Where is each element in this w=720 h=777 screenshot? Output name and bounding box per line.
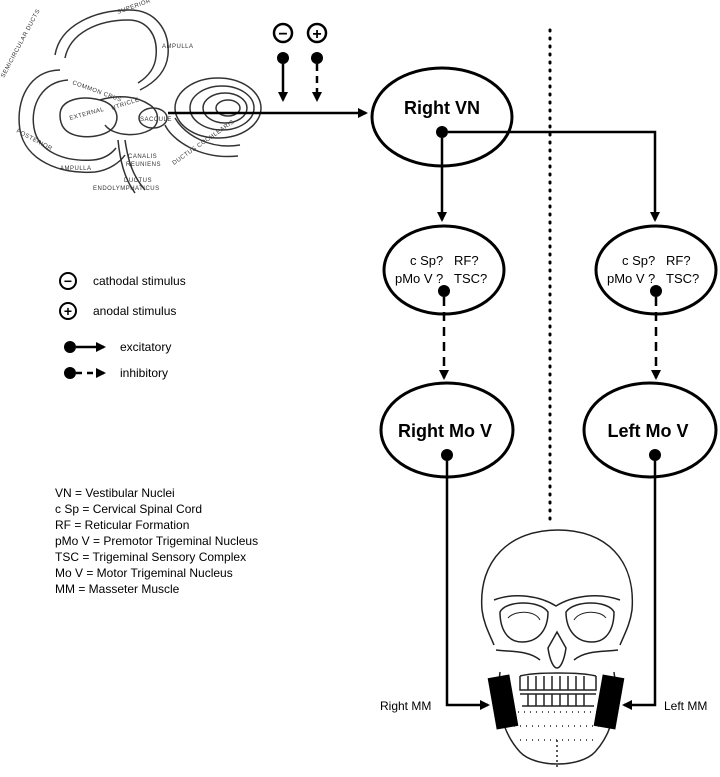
abbr-item: Mo V = Motor Trigeminal Nucleus bbox=[55, 566, 233, 580]
right-mo-v-to-mm-arrow bbox=[445, 461, 490, 710]
anodal-symbol bbox=[306, 22, 328, 44]
ear-label-posterior: POSTERIOR bbox=[15, 128, 53, 152]
cathodal-symbol bbox=[272, 22, 294, 44]
relay-right-rf: RF? bbox=[454, 253, 479, 268]
ear-label-ampulla-top: AMPULLA bbox=[162, 44, 194, 50]
ear-label-external: EXTERNAL bbox=[69, 107, 105, 122]
abbr-item: pMo V = Premotor Trigeminal Nucleus bbox=[55, 534, 258, 548]
legend-anodal-label: anodal stimulus bbox=[93, 304, 176, 318]
vn-to-left-relay-arrow bbox=[448, 130, 660, 222]
right-mo-v-dot bbox=[441, 449, 453, 461]
legend-inhibitory: inhibitory bbox=[64, 366, 168, 380]
abbr-item: RF = Reticular Formation bbox=[55, 518, 189, 532]
anodal-dot bbox=[311, 52, 323, 64]
relay-left-rf: RF? bbox=[666, 253, 691, 268]
legend-excitatory-label: excitatory bbox=[120, 340, 171, 354]
legend: − cathodal stimulus + anodal stimulus ex… bbox=[59, 272, 186, 380]
node-relay-right: c Sp? RF? pMo V ? TSC? bbox=[382, 224, 506, 316]
ear-label-saccule: SACCULE bbox=[140, 117, 172, 123]
left-mo-v-to-mm-arrow bbox=[622, 461, 657, 710]
abbr-item: TSC = Trigeminal Sensory Complex bbox=[55, 550, 246, 564]
left-mm-label: Left MM bbox=[664, 699, 707, 713]
legend-minus-sign: − bbox=[64, 273, 72, 289]
ear-label-semicircular: SEMICIRCULAR DUCTS bbox=[0, 8, 41, 79]
right-vn-label: Right VN bbox=[404, 98, 480, 118]
minus-sign: − bbox=[278, 26, 287, 43]
ear-label-canalis: CANALIS bbox=[128, 154, 157, 160]
left-masseter-muscle bbox=[593, 674, 625, 730]
legend-inhibitory-label: inhibitory bbox=[120, 366, 168, 380]
left-mo-v-dot bbox=[649, 449, 661, 461]
relay-left-qmark: ? bbox=[648, 271, 655, 286]
relay-left-csp: c Sp? bbox=[622, 253, 655, 268]
ear-label-common-crus: COMMON CRUS bbox=[71, 80, 122, 103]
legend-excitatory: excitatory bbox=[64, 340, 171, 354]
legend-plus-sign: + bbox=[64, 303, 72, 319]
legend-anodal: + anodal stimulus bbox=[59, 302, 176, 320]
node-right-mo-v: Right Mo V bbox=[379, 381, 515, 479]
right-masseter-muscle bbox=[487, 674, 519, 730]
skull-illustration bbox=[480, 529, 634, 768]
relay-right-tsc: TSC? bbox=[454, 271, 487, 286]
cathodal-stimulus-electrode: − bbox=[272, 22, 294, 102]
ear-label-reuniens: REUNIENS bbox=[126, 162, 161, 168]
abbr-item: c Sp = Cervical Spinal Cord bbox=[55, 502, 202, 516]
anodal-stimulus-electrode: + bbox=[306, 22, 328, 102]
right-mm-label: Right MM bbox=[380, 699, 431, 713]
plus-sign: + bbox=[312, 26, 321, 43]
ear-label-ampulla-bottom: AMPULLA bbox=[60, 166, 92, 172]
relay-left-tsc: TSC? bbox=[666, 271, 699, 286]
inner-ear-illustration bbox=[18, 9, 262, 194]
relay-right-dot bbox=[438, 285, 450, 297]
relay-left-dot bbox=[650, 285, 662, 297]
abbr-item: MM = Masseter Muscle bbox=[55, 582, 180, 596]
node-right-vn: Right VN bbox=[370, 66, 514, 168]
ear-label-endolymphaticus: ENDOLYMPHATICUS bbox=[93, 186, 160, 192]
abbr-item: VN = Vestibular Nuclei bbox=[55, 486, 175, 500]
relay-right-pmov: pMo V bbox=[395, 271, 433, 286]
legend-cathodal-label: cathodal stimulus bbox=[93, 274, 186, 288]
right-mo-v-label: Right Mo V bbox=[398, 421, 492, 441]
node-left-mo-v: Left Mo V bbox=[582, 381, 718, 479]
abbreviation-list: VN = Vestibular Nuclei c Sp = Cervical S… bbox=[55, 486, 258, 596]
relay-right-csp: c Sp? bbox=[410, 253, 443, 268]
relay-left-pmov: pMo V bbox=[607, 271, 645, 286]
cathodal-dot bbox=[277, 52, 289, 64]
node-relay-left: c Sp? RF? pMo V ? TSC? bbox=[594, 224, 718, 316]
right-vn-dot bbox=[436, 126, 448, 138]
left-mo-v-label: Left Mo V bbox=[608, 421, 689, 441]
ear-label-ductus: DUCTUS bbox=[124, 178, 152, 184]
legend-cathodal: − cathodal stimulus bbox=[59, 272, 186, 290]
relay-right-qmark: ? bbox=[436, 271, 443, 286]
